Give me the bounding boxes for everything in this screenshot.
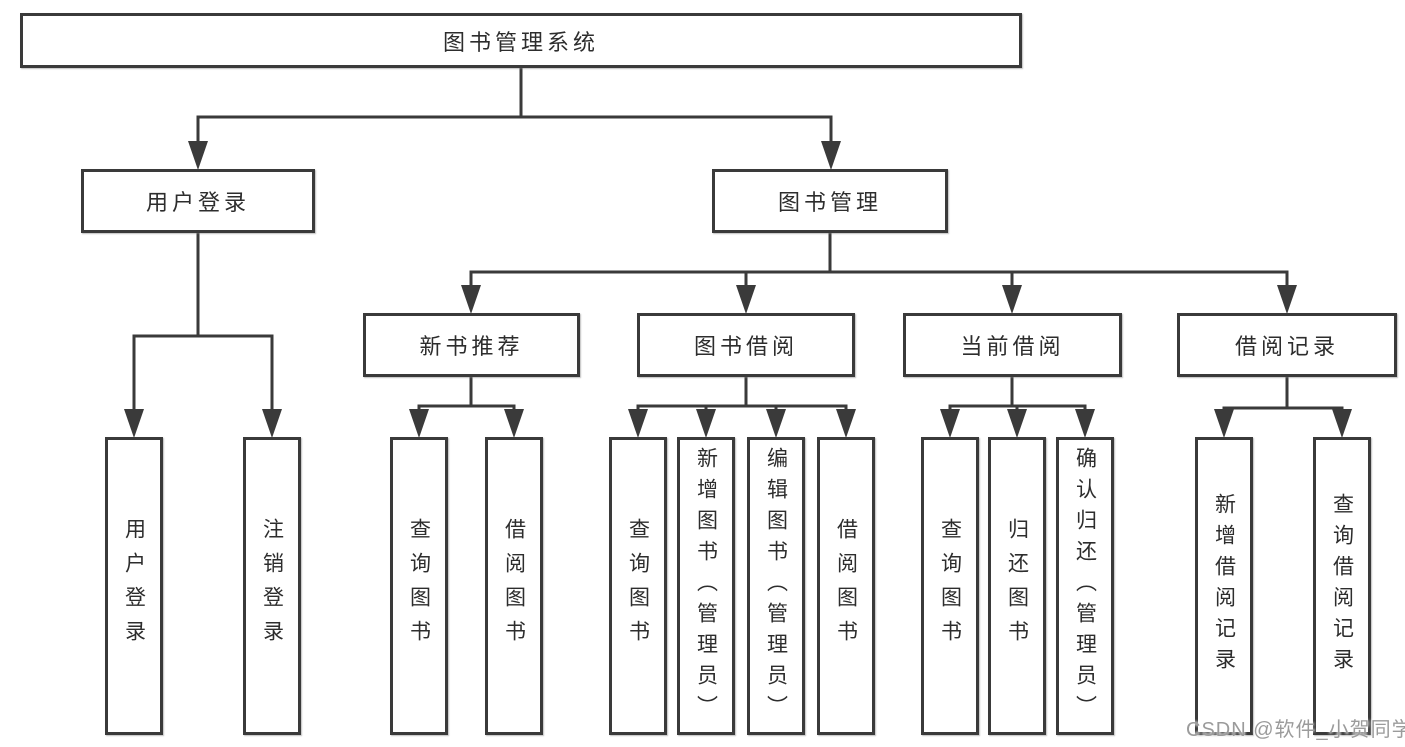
leaf-borrowing-edit-books-admin: 编辑图书（管理员） bbox=[747, 437, 805, 735]
node-label: 编辑图书（管理员） bbox=[764, 446, 788, 726]
leaf-borrowing-borrow-books: 借阅图书 bbox=[817, 437, 875, 735]
node-label: 图书借阅 bbox=[693, 334, 798, 359]
leaf-current-return-books: 归还图书 bbox=[988, 437, 1046, 735]
node-label: 查询图书 bbox=[407, 518, 431, 654]
leaf-recommend-borrow-books: 借阅图书 bbox=[485, 437, 543, 735]
leaf-borrowing-add-books-admin: 新增图书（管理员） bbox=[677, 437, 735, 735]
node-label: 新书推荐 bbox=[419, 334, 524, 359]
leaf-borrowing-query-books: 查询图书 bbox=[609, 437, 667, 735]
leaf-records-add-record: 新增借阅记录 bbox=[1195, 437, 1253, 735]
node-label: 确认归还（管理员） bbox=[1073, 446, 1097, 726]
node-label: 新增借阅记录 bbox=[1212, 493, 1236, 679]
leaf-logout: 注销登录 bbox=[243, 437, 301, 735]
node-user-login: 用户登录 bbox=[81, 169, 315, 233]
node-book-borrowing: 图书借阅 bbox=[637, 313, 855, 377]
node-new-book-recommend: 新书推荐 bbox=[363, 313, 580, 377]
leaf-recommend-query-books: 查询图书 bbox=[390, 437, 448, 735]
leaf-current-query-books: 查询图书 bbox=[921, 437, 979, 735]
node-library-management-system: 图书管理系统 bbox=[20, 13, 1022, 68]
node-label: 归还图书 bbox=[1005, 518, 1029, 654]
leaf-current-confirm-return-admin: 确认归还（管理员） bbox=[1056, 437, 1114, 735]
node-label: 查询借阅记录 bbox=[1330, 493, 1354, 679]
node-book-management: 图书管理 bbox=[712, 169, 948, 233]
node-label: 图书管理 bbox=[777, 190, 882, 215]
node-label: 借阅图书 bbox=[834, 518, 858, 654]
leaf-user-login: 用户登录 bbox=[105, 437, 163, 735]
node-label: 图书管理系统 bbox=[442, 29, 599, 55]
node-current-borrowing: 当前借阅 bbox=[903, 313, 1122, 377]
node-borrowing-records: 借阅记录 bbox=[1177, 313, 1397, 377]
node-label: 查询图书 bbox=[626, 518, 650, 654]
node-label: 借阅记录 bbox=[1234, 334, 1339, 359]
node-label: 注销登录 bbox=[260, 518, 284, 654]
node-label: 用户登录 bbox=[145, 190, 250, 215]
leaf-records-query-record: 查询借阅记录 bbox=[1313, 437, 1371, 735]
csdn-watermark: CSDN @软件_小贺同学 bbox=[1186, 719, 1405, 741]
node-label: 查询图书 bbox=[938, 518, 962, 654]
node-label: 借阅图书 bbox=[502, 518, 526, 654]
node-label: 当前借阅 bbox=[960, 334, 1065, 359]
node-label: 用户登录 bbox=[122, 518, 146, 654]
node-label: 新增图书（管理员） bbox=[694, 446, 718, 726]
